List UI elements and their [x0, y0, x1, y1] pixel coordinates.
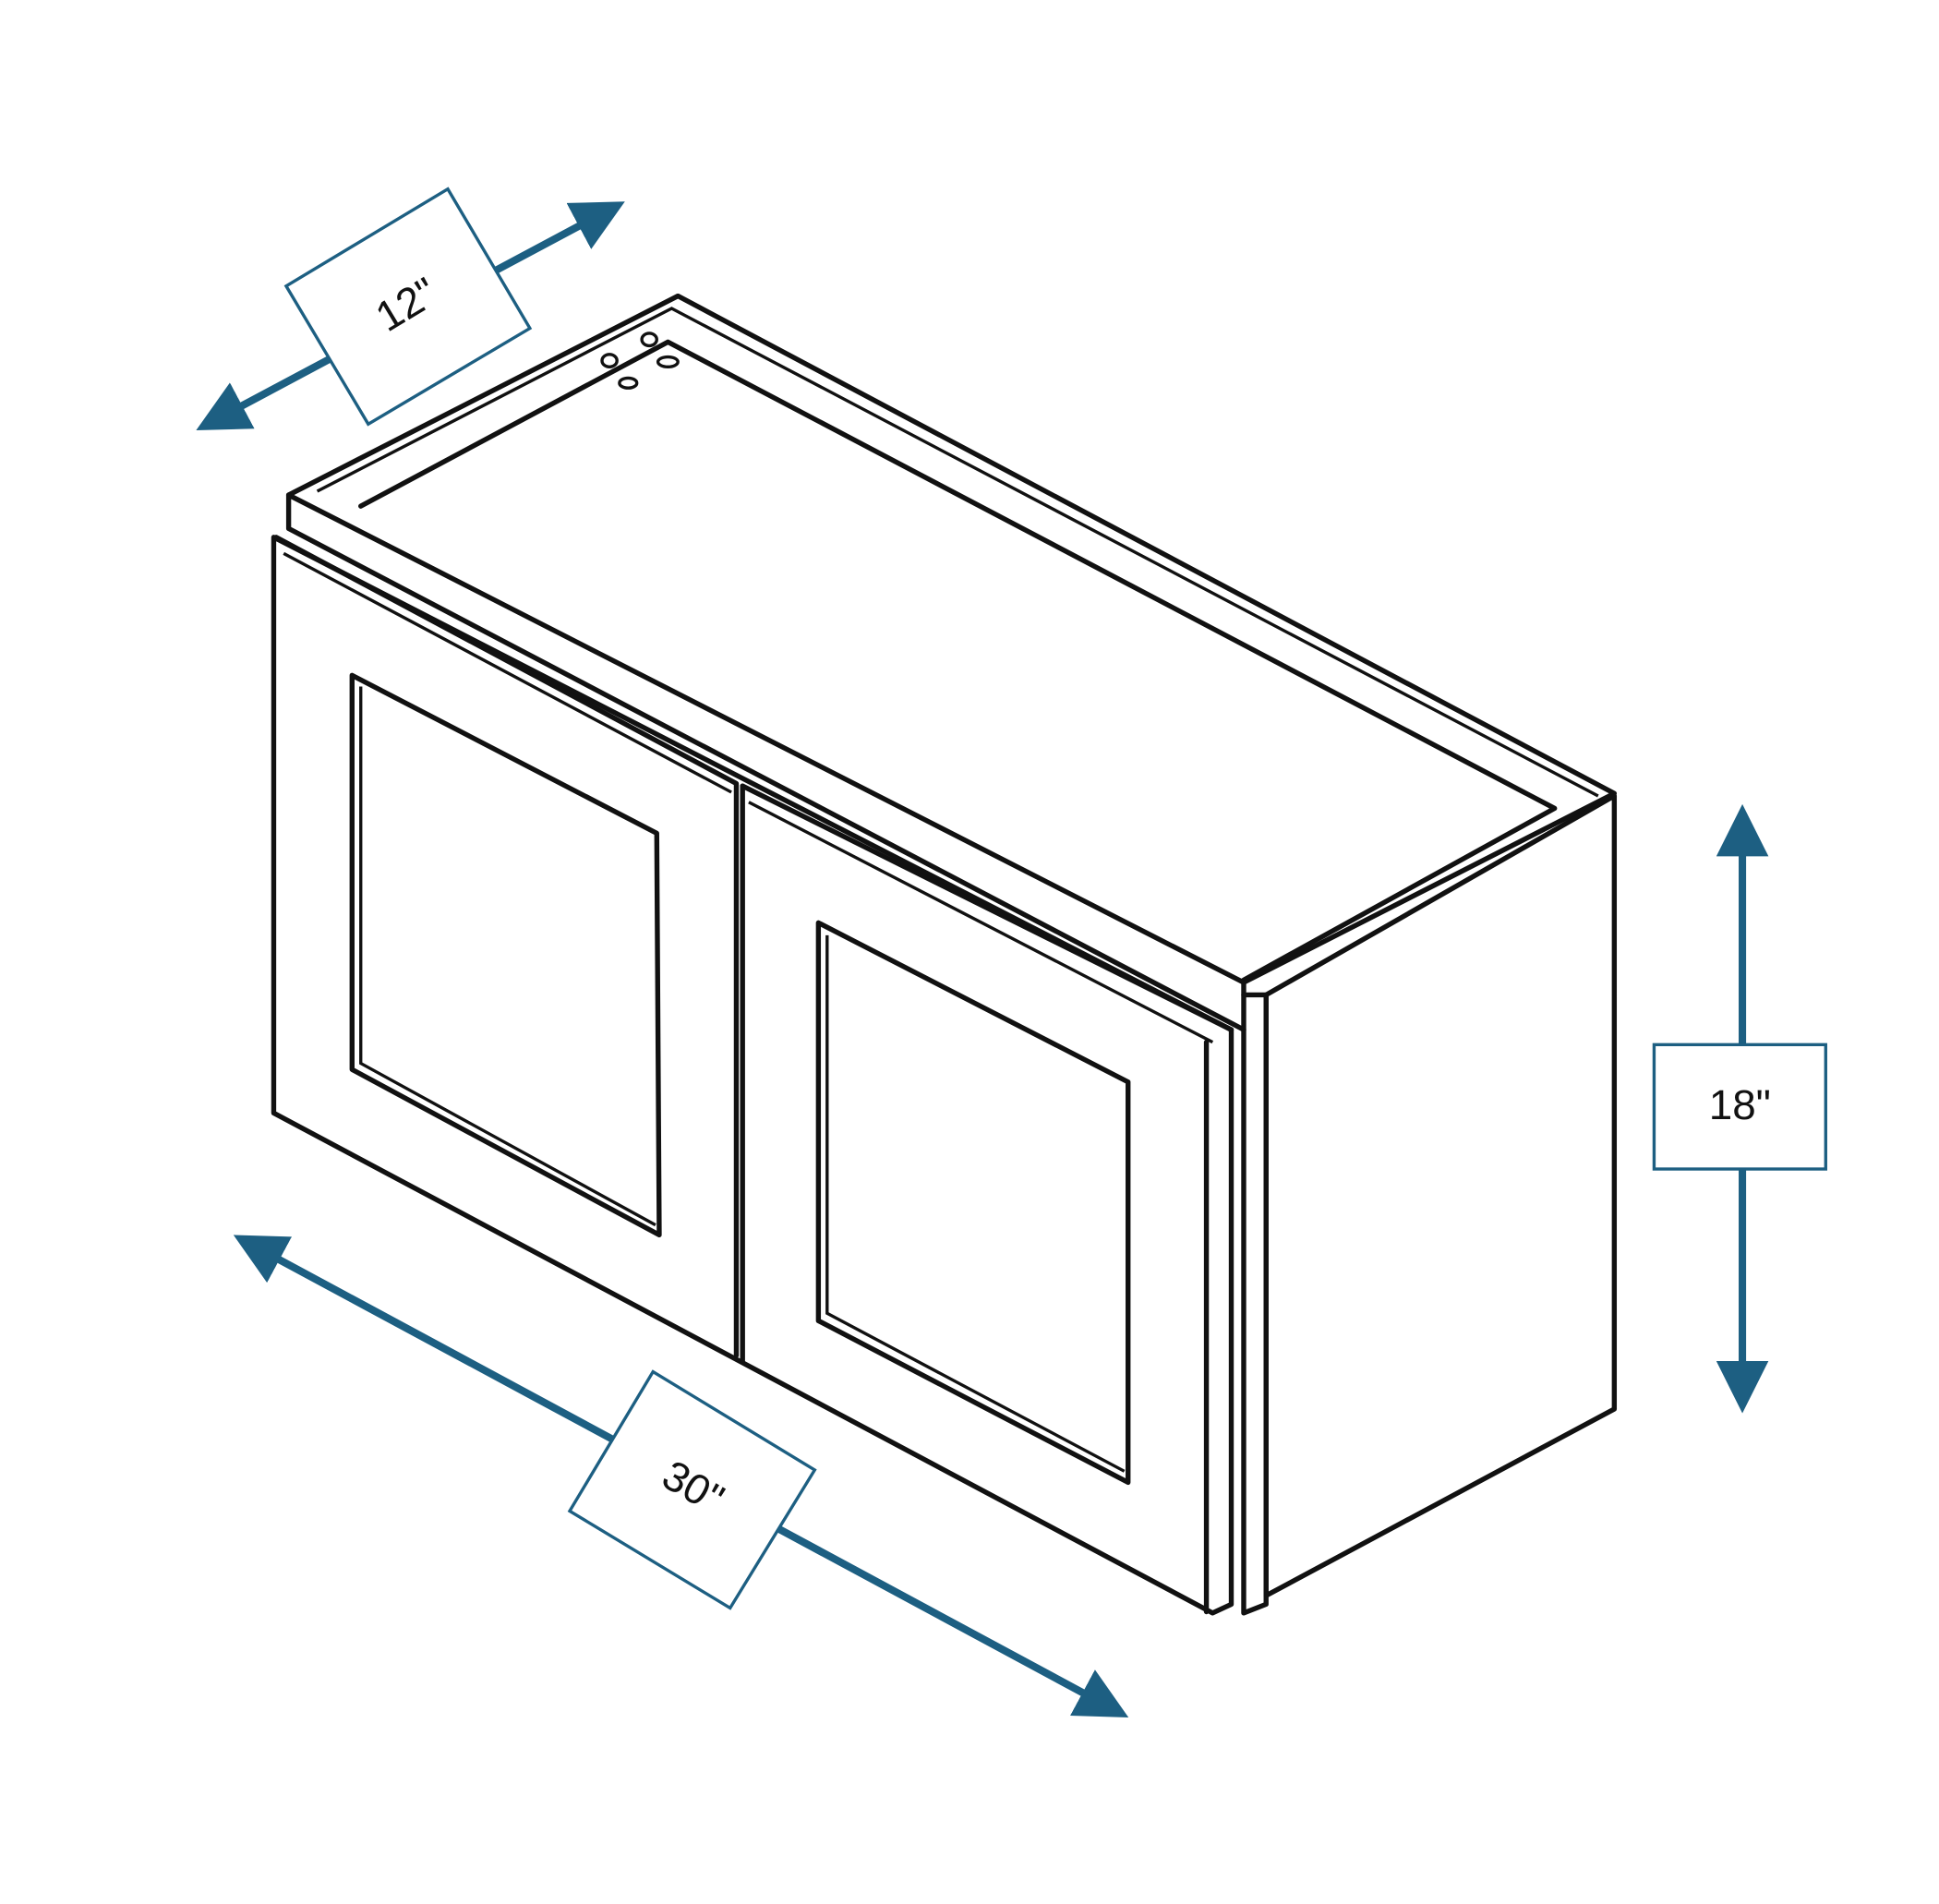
mount-hole: [656, 355, 680, 368]
width-dimension: 30": [233, 1235, 1129, 1717]
width-label-box: [567, 1369, 817, 1610]
right-door-panel: [815, 920, 1131, 1486]
height-label: 18": [1709, 1081, 1771, 1128]
wall-cabinet: [271, 293, 1618, 1616]
height-dimension: 18": [1652, 803, 1827, 1414]
cabinet-side: [1263, 793, 1618, 1598]
depth-label-box: [283, 187, 533, 427]
right-door: [740, 783, 1234, 1032]
left-door: [273, 535, 740, 1358]
cabinet-top: [285, 293, 1618, 985]
mount-hole: [618, 376, 639, 390]
left-door-panel: [349, 672, 662, 1238]
depth-dimension: 12": [196, 187, 625, 430]
height-label-box: [1652, 1042, 1827, 1171]
mount-hole: [640, 331, 658, 348]
mount-hole: [600, 353, 619, 368]
